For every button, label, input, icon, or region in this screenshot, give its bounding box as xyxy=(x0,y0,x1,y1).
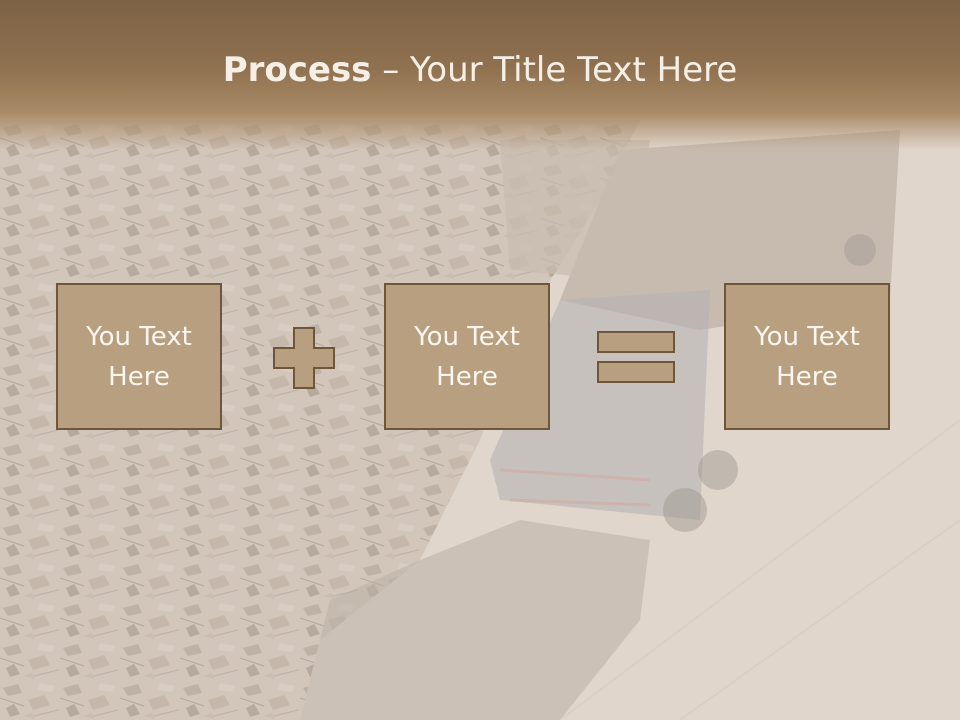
step-box-3-line1: You Text xyxy=(754,321,860,352)
step-box-2-line1: You Text xyxy=(414,321,520,352)
step-box-3-line2: Here xyxy=(776,361,838,392)
plus-icon xyxy=(273,327,335,389)
title-bold: Process xyxy=(222,50,372,90)
step-box-2-line2: Here xyxy=(436,361,498,392)
step-box-3[interactable]: You Text Here xyxy=(724,283,890,430)
step-box-1[interactable]: You Text Here xyxy=(56,283,222,430)
step-box-2-text: You Text Here xyxy=(397,317,537,397)
slide-title: Process – Your Title Text Here xyxy=(0,50,960,90)
step-box-1-line2: Here xyxy=(108,361,170,392)
title-rest: – Your Title Text Here xyxy=(371,50,738,90)
step-box-1-line1: You Text xyxy=(86,321,192,352)
step-box-1-text: You Text Here xyxy=(69,317,209,397)
title-band xyxy=(0,0,960,150)
step-box-3-text: You Text Here xyxy=(737,317,877,397)
equals-icon xyxy=(597,331,675,383)
step-box-2[interactable]: You Text Here xyxy=(384,283,550,430)
